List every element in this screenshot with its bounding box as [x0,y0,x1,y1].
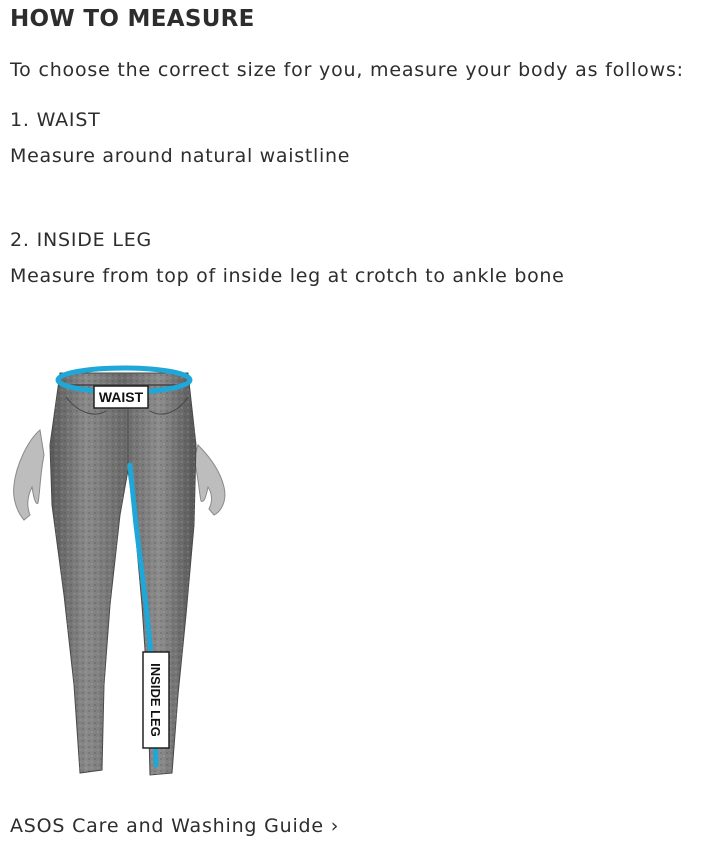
svg-text:WAIST: WAIST [99,389,144,405]
chevron-right-icon: › [330,815,340,837]
measurement-diagram: WAIST INSIDE LEG [13,365,226,776]
care-washing-guide-link[interactable]: ASOS Care and Washing Guide › [10,815,339,837]
intro-text: To choose the correct size for you, meas… [10,59,684,81]
inside-leg-label: INSIDE LEG [142,651,170,749]
step-waist-heading: 1. WAIST [10,109,101,131]
page-title: HOW TO MEASURE [10,6,255,32]
step-inside-leg-text: Measure from top of inside leg at crotch… [10,265,565,287]
waist-label: WAIST [93,385,149,409]
svg-text:INSIDE LEG: INSIDE LEG [148,663,163,737]
left-hand-icon [13,429,45,521]
care-link-label: ASOS Care and Washing Guide [10,815,324,837]
step-waist-text: Measure around natural waistline [10,145,351,167]
right-hand-icon [193,444,226,516]
step-inside-leg-heading: 2. INSIDE LEG [10,229,153,251]
